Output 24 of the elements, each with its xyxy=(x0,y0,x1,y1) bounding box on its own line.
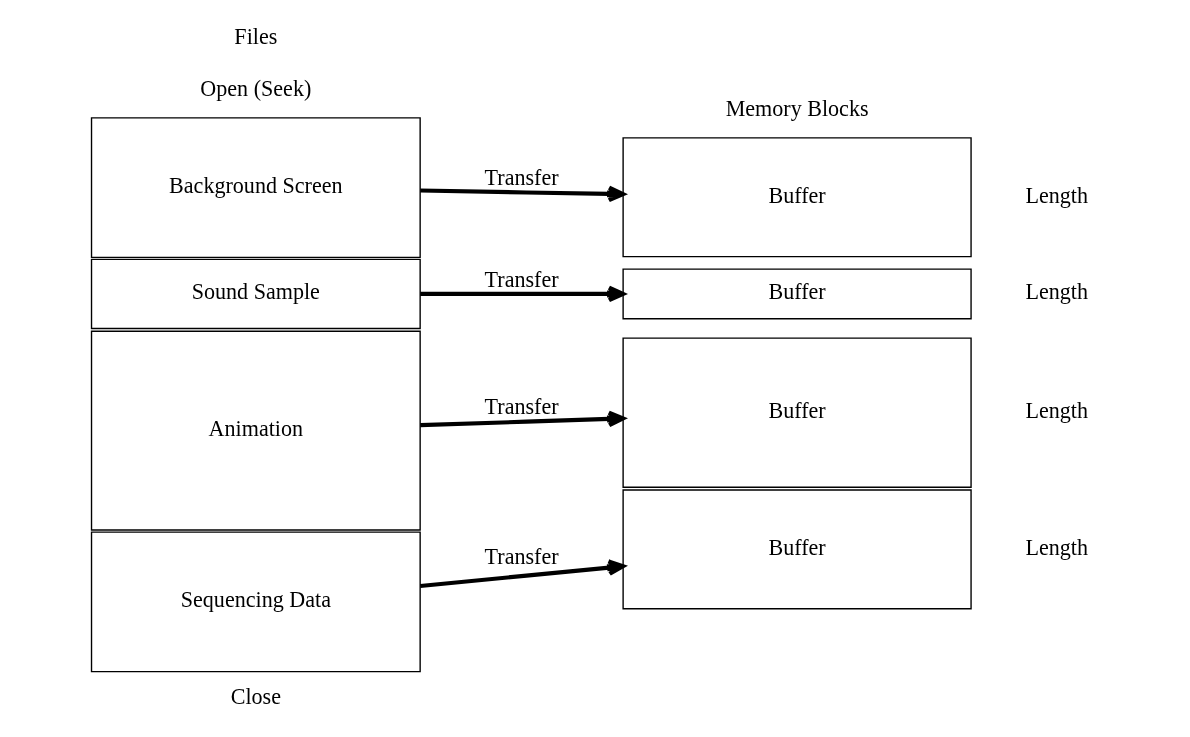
arrow xyxy=(419,410,625,428)
node-box: Sound Sample xyxy=(90,258,421,330)
label: Memory Blocks xyxy=(725,95,869,121)
label: Files xyxy=(233,23,277,49)
edge-label: Transfer xyxy=(484,393,559,419)
arrow xyxy=(419,285,625,303)
node-box: Sequencing Data xyxy=(90,531,421,673)
node-label: Length xyxy=(1024,279,1088,305)
arrow xyxy=(419,185,625,203)
node-box: Buffer xyxy=(621,268,972,320)
node-label: Length xyxy=(1024,397,1088,423)
edge-label: Transfer xyxy=(484,266,559,292)
node-box: Buffer xyxy=(621,489,972,610)
edge-label: Transfer xyxy=(484,164,559,190)
node-box: Buffer xyxy=(621,137,972,258)
node-box: Animation xyxy=(90,330,421,531)
label: Close xyxy=(230,683,281,709)
label: Open (Seek) xyxy=(199,76,311,102)
node-box: Buffer xyxy=(621,337,972,488)
node-label: Length xyxy=(1024,182,1088,208)
edge-label: Transfer xyxy=(484,544,559,570)
node-label: Length xyxy=(1024,534,1088,560)
node-box: Background Screen xyxy=(90,117,421,259)
arrow xyxy=(419,559,625,589)
